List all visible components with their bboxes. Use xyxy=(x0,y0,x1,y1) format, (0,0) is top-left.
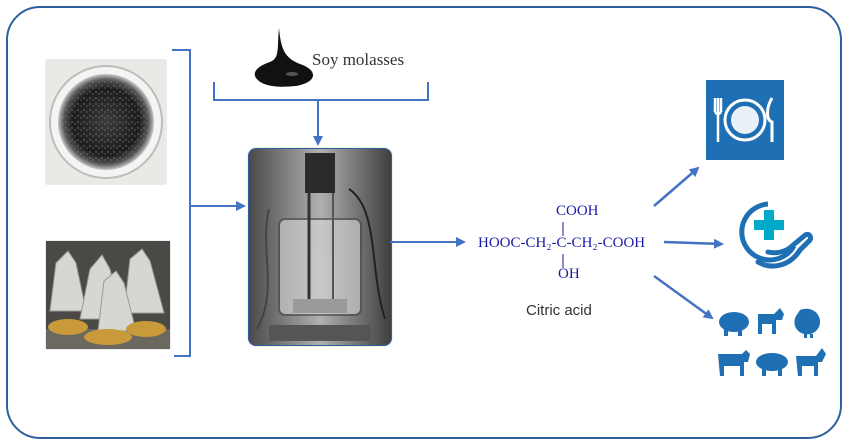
bioreactor-image xyxy=(248,148,392,346)
foil-covered-flasks-image xyxy=(46,241,170,349)
soy-molasses-label: Soy molasses xyxy=(312,50,405,69)
formula-top-group: COOH xyxy=(556,203,599,219)
citric-acid-label: Citric acid xyxy=(526,302,592,319)
medical-cross-hand-icon xyxy=(728,200,814,272)
diagram-frame xyxy=(6,6,842,439)
fungal-culture-dish-image xyxy=(46,60,166,184)
livestock-animals-icon xyxy=(716,306,830,382)
food-plate-icon xyxy=(706,80,784,160)
formula-main-chain: HOOC-CH₂-C-CH₂-COOH xyxy=(478,235,646,251)
formula-bottom-group: OH xyxy=(558,266,580,282)
